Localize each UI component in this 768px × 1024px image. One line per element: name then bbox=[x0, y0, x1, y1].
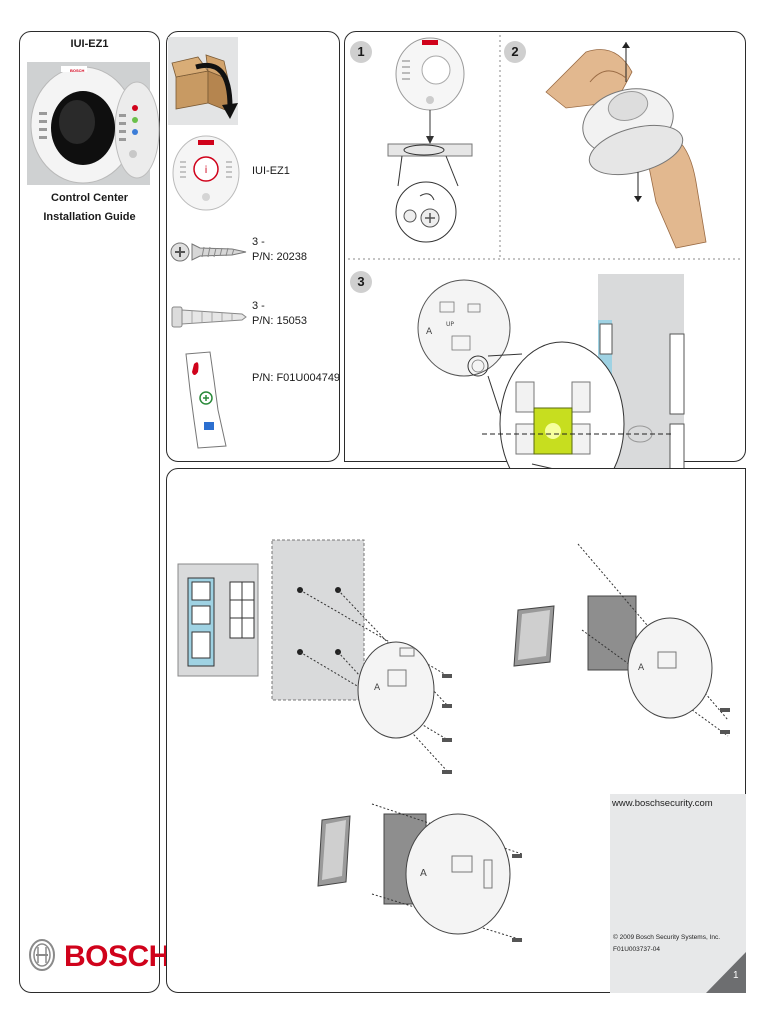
step-dividers bbox=[348, 35, 742, 260]
step-1-badge bbox=[350, 41, 372, 63]
part-3-qty: 3 - bbox=[252, 300, 265, 312]
svg-text:UP: UP bbox=[446, 321, 454, 328]
screw-icon bbox=[170, 242, 247, 262]
guide-title-line2: Installation Guide bbox=[43, 211, 136, 223]
step-2-badge bbox=[504, 41, 526, 63]
svg-text:A: A bbox=[638, 663, 645, 673]
copyright-text: © 2009 Bosch Security Systems, Inc. bbox=[613, 934, 721, 941]
svg-text:A: A bbox=[420, 868, 427, 879]
part-3-pn: P/N: 15053 bbox=[252, 315, 308, 327]
doc-number: F01U003737-04 bbox=[613, 946, 660, 953]
part-2-qty: 3 - bbox=[252, 236, 265, 248]
mounting-illustration-a: A bbox=[177, 539, 452, 774]
svg-text:i: i bbox=[205, 165, 208, 176]
product-title: IUI-EZ1 bbox=[70, 38, 109, 50]
part-1-name: IUI-EZ1 bbox=[252, 165, 290, 177]
iui-ez1-device-icon: i bbox=[172, 135, 240, 211]
bosch-logo-icon bbox=[29, 939, 55, 971]
website-link[interactable]: www.boschsecurity.com bbox=[612, 798, 713, 809]
page-number: 1 bbox=[733, 970, 739, 981]
sticker-label-icon bbox=[185, 351, 227, 449]
part-2-pn: P/N: 20238 bbox=[252, 251, 308, 263]
part-4-pn: P/N: F01U004749 bbox=[252, 372, 341, 384]
control-center-photo bbox=[27, 62, 160, 185]
mounting-illustration-c: A bbox=[317, 803, 523, 942]
step-1-number: 1 bbox=[357, 44, 365, 59]
step-1-illustration bbox=[387, 37, 473, 243]
step-2-illustration bbox=[545, 42, 707, 249]
svg-text:A: A bbox=[426, 327, 433, 337]
footer-block bbox=[610, 794, 746, 993]
guide-title-line1: Control Center bbox=[51, 192, 128, 204]
wall-anchor-icon bbox=[171, 306, 247, 328]
page-corner-triangle bbox=[706, 952, 746, 993]
step-3-badge bbox=[350, 271, 372, 293]
step-3-number: 3 bbox=[357, 274, 365, 289]
open-box-flip-icon bbox=[168, 37, 238, 125]
mounting-illustration-b: A bbox=[513, 543, 730, 737]
bosch-wordmark: BOSCH bbox=[64, 940, 170, 973]
step-2-number: 2 bbox=[511, 44, 519, 59]
device-brand-tag: BOSCH bbox=[70, 68, 85, 73]
svg-text:A: A bbox=[374, 683, 381, 693]
cover-panel bbox=[19, 31, 160, 993]
